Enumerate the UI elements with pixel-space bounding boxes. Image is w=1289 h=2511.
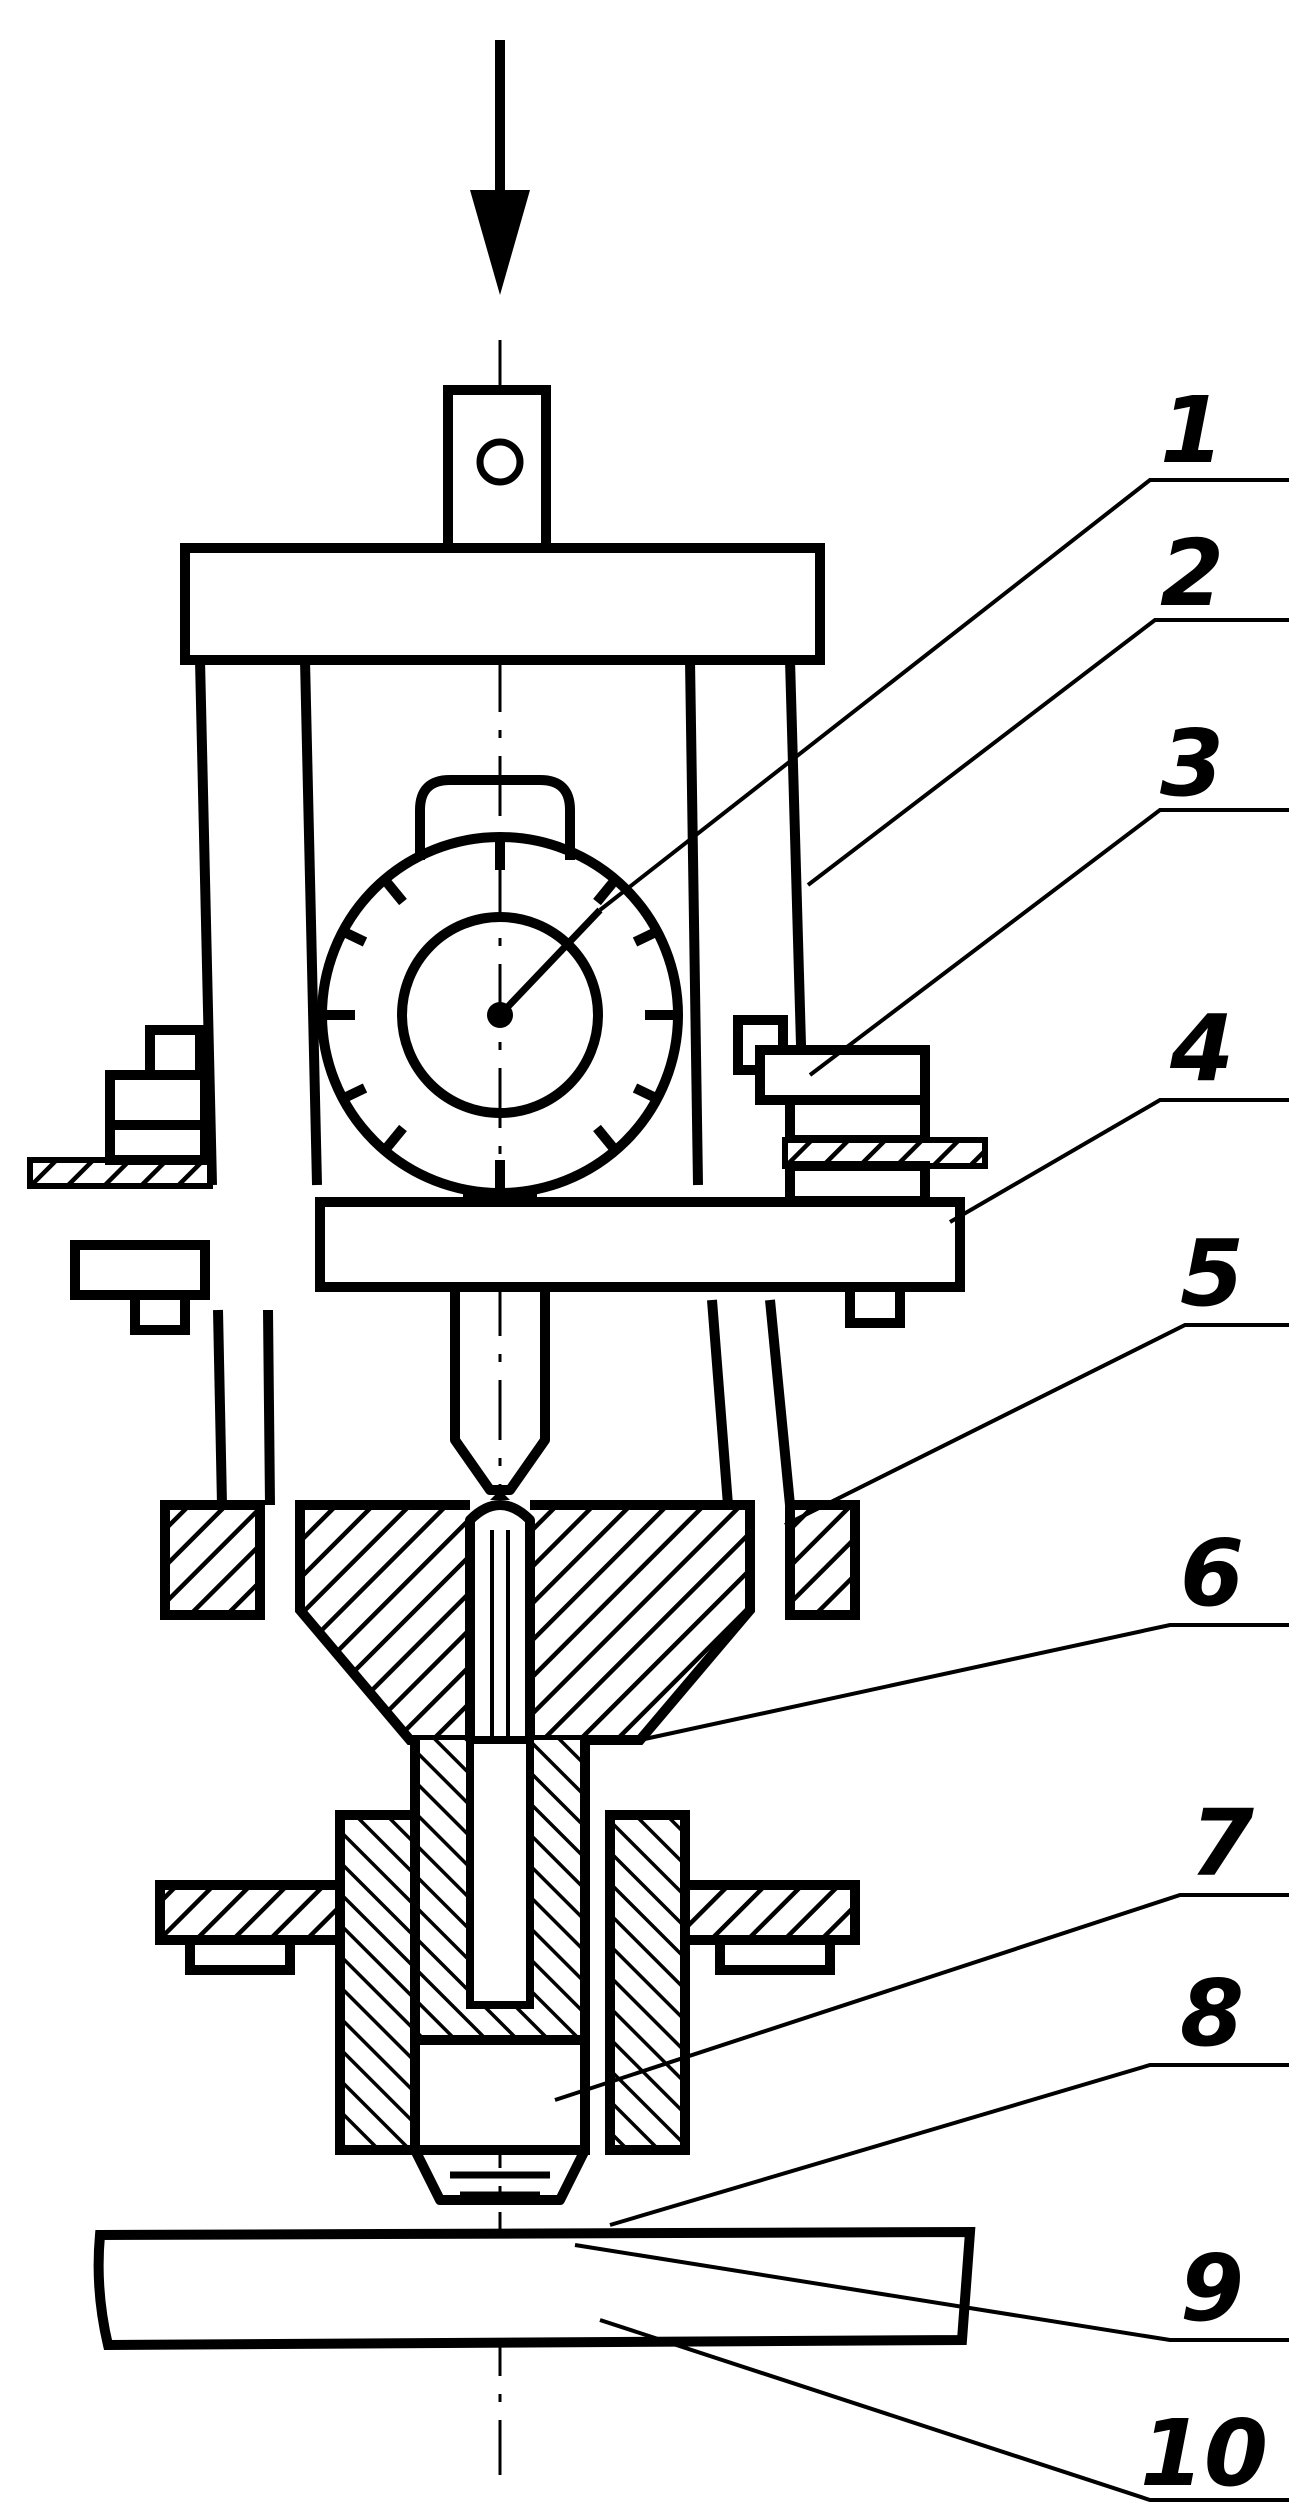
callout-8: 8 — [1180, 1960, 1244, 2067]
callout-10: 10 — [1140, 2400, 1268, 2507]
load-arrow — [470, 40, 530, 295]
callout-labels: 1 2 3 4 5 6 7 8 9 10 — [1140, 377, 1268, 2507]
callout-4: 4 — [1169, 995, 1234, 1102]
top-crossbar — [180, 543, 825, 665]
dial-ticks — [322, 837, 678, 1193]
callout-1: 1 — [1160, 377, 1224, 484]
callout-7: 7 — [1190, 1790, 1254, 1897]
callout-9: 9 — [1180, 2235, 1244, 2342]
callout-2: 2 — [1160, 520, 1224, 627]
callout-5: 5 — [1180, 1220, 1244, 1327]
bottom-side-plates — [155, 1880, 860, 1975]
leader-lines — [554, 478, 1289, 2502]
left-clamp — [27, 1025, 213, 1335]
top-stem — [443, 385, 551, 565]
callout-3: 3 — [1160, 710, 1224, 817]
dial-indicator — [317, 775, 683, 1238]
test-specimen — [93, 2226, 976, 2351]
callout-6: 6 — [1180, 1520, 1244, 1627]
lower-sleeve — [335, 1736, 690, 2155]
indenter-tip — [410, 2035, 590, 2205]
left-columns — [195, 659, 322, 1506]
middle-crossbar — [315, 1197, 965, 1292]
